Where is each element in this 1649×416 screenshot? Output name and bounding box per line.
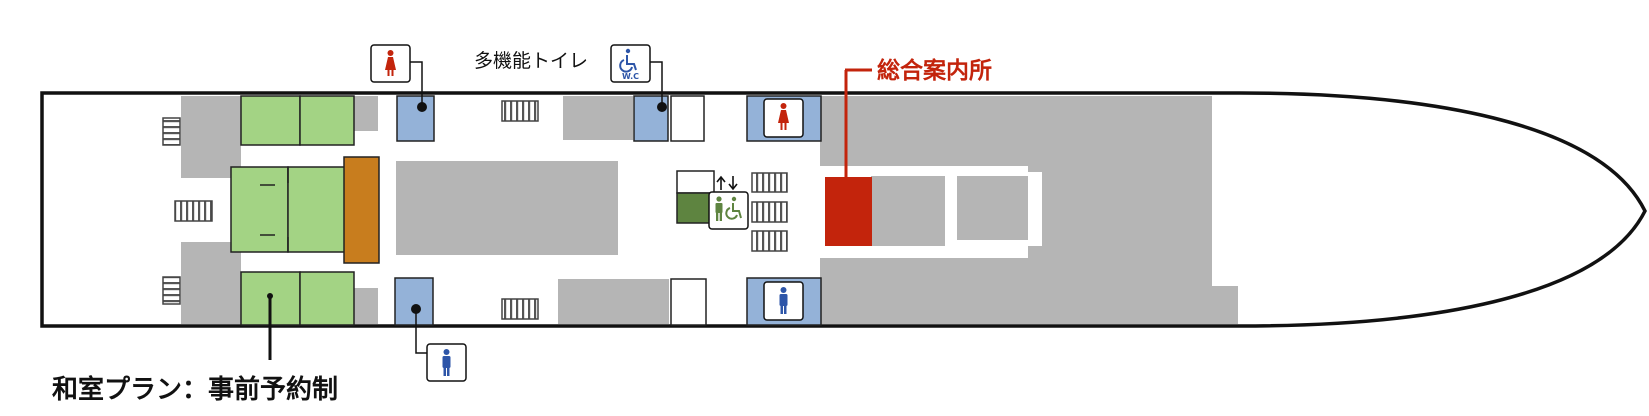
japanese-room-mid-1[interactable]	[230, 166, 289, 253]
stairs-icon	[162, 117, 181, 146]
gray-area-bow-inner	[957, 176, 1028, 240]
japanese-room-top-2[interactable]	[299, 95, 355, 146]
gray-area-small-1	[354, 96, 378, 131]
japanese-room-top-1[interactable]	[240, 95, 301, 146]
stairs-icon	[501, 298, 539, 320]
japanese-room-bottom-2[interactable]	[299, 271, 355, 326]
service-room-bottom	[670, 278, 707, 326]
stairs-icon	[162, 276, 181, 305]
orange-room[interactable]	[343, 156, 380, 264]
elevator-icon	[715, 196, 742, 221]
leader-dot	[417, 102, 427, 112]
female-icon	[385, 50, 396, 76]
wheelchair-wc-icon	[619, 48, 637, 73]
leader-dot	[657, 102, 667, 112]
japanese-rooms	[230, 95, 380, 326]
service-room-top	[670, 95, 705, 142]
leader-dot	[411, 304, 421, 314]
toilet-room-female-aft[interactable]	[396, 95, 435, 142]
male-icon	[779, 287, 788, 314]
leader-multi-toilet	[650, 61, 663, 106]
info-desk-area[interactable]	[825, 177, 872, 246]
stairs-icon	[174, 200, 213, 222]
female-icon	[778, 103, 789, 130]
stairs-icon	[751, 201, 788, 223]
stairs-icon	[501, 100, 539, 122]
toilet-room-male-aft[interactable]	[394, 277, 434, 326]
gray-area-forward	[820, 96, 1238, 324]
elevator-shaft-top	[676, 170, 715, 194]
female-toilet-fwd[interactable]	[763, 98, 804, 138]
elevator-arrows-icon	[716, 175, 738, 191]
gray-area-info-right	[871, 176, 945, 246]
stairs-icon	[751, 230, 788, 252]
stairs-icon	[751, 172, 788, 193]
multi-toilet-callout[interactable]: W.C	[610, 44, 651, 83]
multi-toilet-label: 多機能トイレ	[474, 50, 588, 72]
elevator-callout[interactable]	[708, 175, 749, 230]
male-icon	[442, 349, 451, 376]
gray-area-mid-bottom	[558, 279, 669, 324]
leader-female-aft	[409, 61, 423, 106]
gray-area-small-2	[354, 288, 378, 324]
japanese-room-label: 和室プラン：事前予約制	[52, 374, 338, 405]
wc-icon-text: W.C	[622, 72, 639, 81]
female-toilet-callout[interactable]	[370, 44, 411, 83]
info-desk-label: 総合案内所	[877, 57, 992, 84]
male-toilet-callout[interactable]	[426, 343, 467, 382]
gray-area-mid-top	[563, 96, 633, 140]
gray-area-aft-top	[181, 96, 241, 178]
japanese-room-leader-dot	[267, 293, 273, 299]
gray-area-aft-bottom	[181, 242, 241, 324]
male-toilet-fwd[interactable]	[763, 281, 804, 321]
ship-hull-outline	[40, 91, 1647, 328]
gray-area-lounge	[396, 161, 618, 255]
japanese-room-mid-2[interactable]	[287, 166, 346, 253]
gray-areas	[181, 96, 1238, 324]
stairs	[162, 100, 788, 320]
leader-male-aft	[415, 309, 427, 354]
